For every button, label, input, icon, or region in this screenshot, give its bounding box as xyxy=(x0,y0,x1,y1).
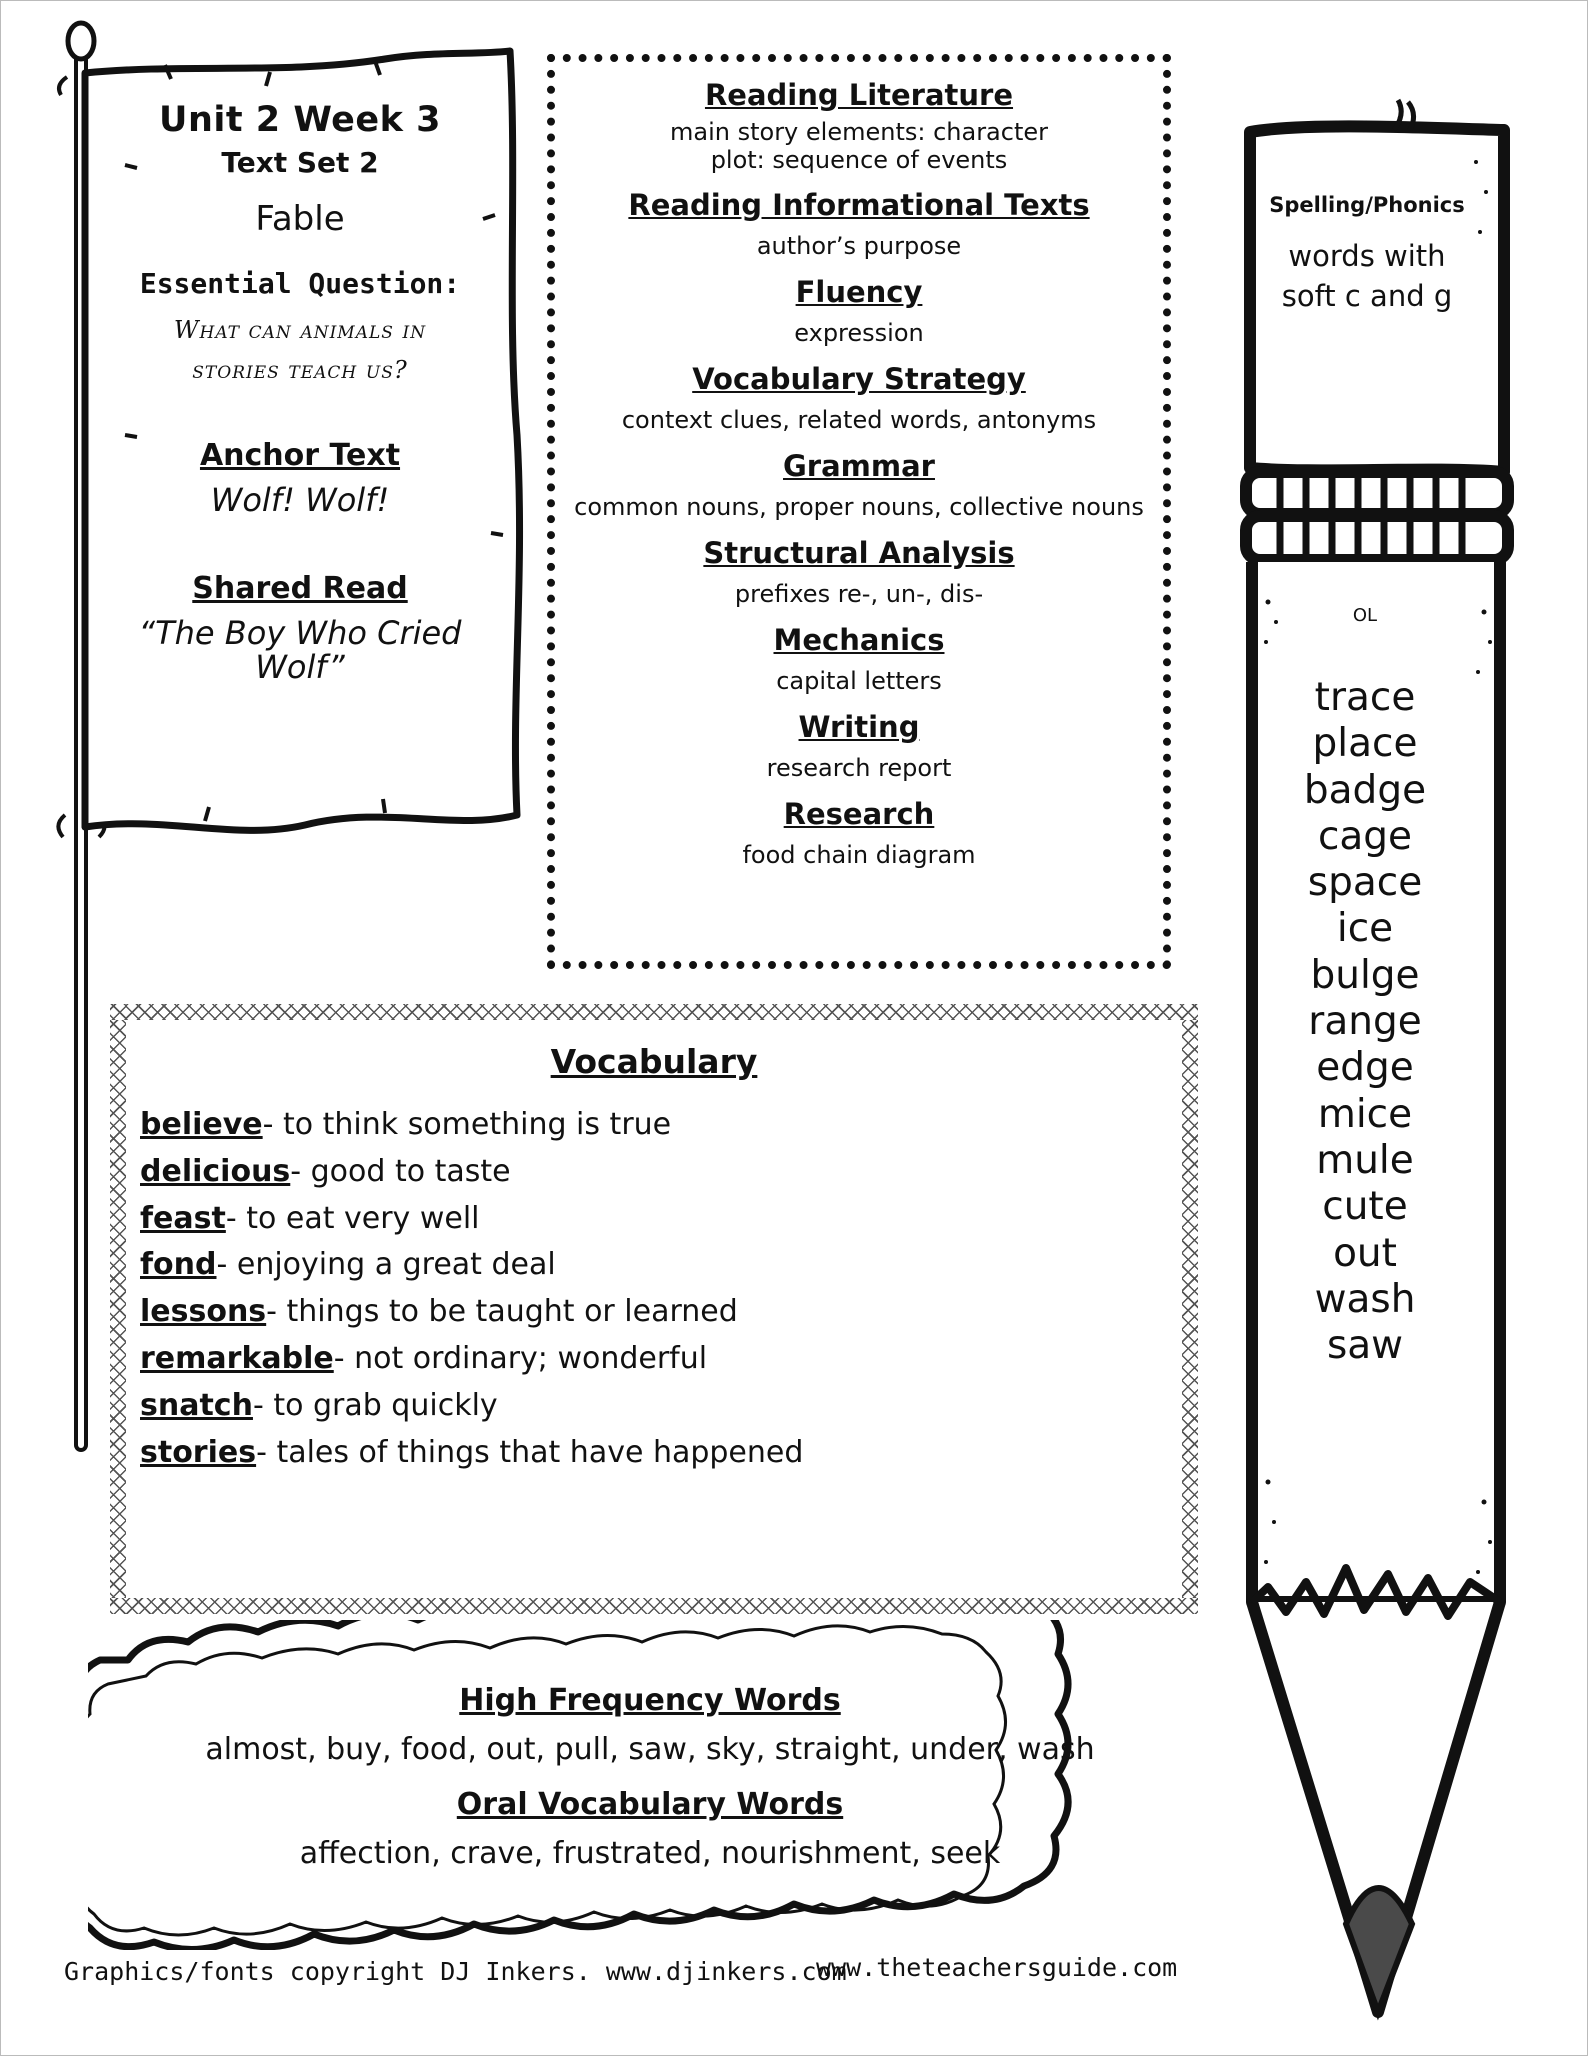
spelling-focus-line-1: words with xyxy=(1288,239,1446,273)
essential-question-line-2: stories teach us? xyxy=(192,356,408,384)
text-set-label: Text Set 2 xyxy=(221,146,379,179)
skill-text-line: plot: sequence of events xyxy=(710,146,1008,174)
skill-text: main story elements: character plot: seq… xyxy=(555,118,1163,174)
flag-banner-graphic xyxy=(56,20,524,1452)
skill-heading: Mechanics xyxy=(773,623,945,657)
skills-box: Reading Literature main story elements: … xyxy=(547,54,1171,969)
skill-text: common nouns, proper nouns, collective n… xyxy=(574,493,1144,521)
skill-text: food chain diagram xyxy=(742,841,976,869)
vocabulary-list: believe- to think something is true deli… xyxy=(140,1102,803,1476)
vocabulary-box-inner: Vocabulary believe- to think something i… xyxy=(126,1020,1182,1598)
skill-heading: Vocabulary Strategy xyxy=(692,362,1026,396)
skill-heading: Fluency xyxy=(795,275,923,309)
spelling-word: space xyxy=(1307,860,1423,906)
vocabulary-word: fond xyxy=(140,1247,217,1283)
vocabulary-word: snatch xyxy=(140,1387,253,1423)
vocabulary-item: fond- enjoying a great deal xyxy=(140,1242,803,1289)
pencil-graphic xyxy=(1240,98,1514,2021)
vocabulary-definition: - to grab quickly xyxy=(252,1387,498,1423)
spelling-word: place xyxy=(1312,721,1418,767)
spelling-word-list: trace place badge cage space ice bulge r… xyxy=(1250,675,1480,1369)
oral-vocabulary-label: Oral Vocabulary Words xyxy=(456,1787,844,1822)
spelling-word: bulge xyxy=(1310,952,1420,998)
essential-question-label: Essential Question: xyxy=(139,267,461,300)
unit-week-title: Unit 2 Week 3 xyxy=(159,100,441,140)
spelling-word: mule xyxy=(1316,1137,1414,1183)
shared-read-line-2: Wolf” xyxy=(255,648,345,686)
vocabulary-definition: - to eat very well xyxy=(225,1200,480,1236)
spelling-word: out xyxy=(1333,1230,1397,1276)
footer-website: www.theteachersguide.com xyxy=(816,1953,1178,1982)
shared-read-label: Shared Read xyxy=(192,571,408,606)
vocabulary-definition: - tales of things that have happened xyxy=(256,1434,804,1470)
high-frequency-label: High Frequency Words xyxy=(459,1683,841,1718)
vocabulary-definition: - to think something is true xyxy=(262,1107,672,1142)
skill-heading: Writing xyxy=(798,710,920,744)
words-box-content: High Frequency Words almost, buy, food, … xyxy=(150,1675,1150,1871)
spelling-word: cage xyxy=(1317,813,1413,859)
vocabulary-word: feast xyxy=(140,1200,226,1236)
skill-text: capital letters xyxy=(776,667,942,695)
vocabulary-word: lessons xyxy=(140,1294,267,1330)
skill-heading: Research xyxy=(783,797,935,831)
vocabulary-item: snatch- to grab quickly xyxy=(140,1383,803,1430)
vocabulary-box: Vocabulary believe- to think something i… xyxy=(110,1004,1198,1614)
skill-heading: Reading Informational Texts xyxy=(628,188,1090,222)
shared-read-line-1: “The Boy Who Cried xyxy=(138,614,462,652)
spelling-word: saw xyxy=(1326,1323,1404,1369)
skill-heading: Reading Literature xyxy=(704,78,1014,112)
spelling-phonics-focus: words with soft c and g xyxy=(1252,236,1482,316)
vocabulary-item: delicious- good to taste xyxy=(140,1149,803,1196)
spelling-word: range xyxy=(1308,999,1422,1045)
flag-content: Unit 2 Week 3 Text Set 2 Fable Essential… xyxy=(110,100,490,684)
vocabulary-item: remarkable- not ordinary; wonderful xyxy=(140,1336,803,1383)
ol-level-label: OL xyxy=(1352,605,1378,626)
vocabulary-definition: - enjoying a great deal xyxy=(216,1247,556,1283)
vocabulary-definition: - not ordinary; wonderful xyxy=(333,1340,708,1376)
skill-text: expression xyxy=(794,319,924,347)
spelling-word: wash xyxy=(1314,1276,1416,1322)
skill-text: context clues, related words, antonyms xyxy=(621,406,1097,434)
vocabulary-word: believe xyxy=(140,1107,263,1142)
anchor-text-label: Anchor Text xyxy=(199,438,401,473)
essential-question-line-1: What can animals in xyxy=(173,316,427,344)
cloud-frame-graphic xyxy=(88,1620,1072,1950)
shared-read-title: “The Boy Who Cried Wolf” xyxy=(110,616,490,684)
vocabulary-item: feast- to eat very well xyxy=(140,1196,803,1243)
vocabulary-item: believe- to think something is true xyxy=(140,1102,803,1149)
skill-text: author’s purpose xyxy=(756,232,962,260)
vocabulary-item: stories- tales of things that have happe… xyxy=(140,1430,803,1477)
spelling-word: edge xyxy=(1316,1045,1414,1091)
vocabulary-title: Vocabulary xyxy=(550,1042,758,1081)
vocabulary-definition: - things to be taught or learned xyxy=(266,1294,738,1330)
vocabulary-word: delicious xyxy=(140,1153,291,1189)
vocabulary-word: stories xyxy=(140,1434,257,1470)
skill-text-line: main story elements: character xyxy=(670,118,1048,146)
spelling-word: badge xyxy=(1303,767,1427,813)
skill-heading: Structural Analysis xyxy=(703,536,1015,570)
skill-text: research report xyxy=(766,754,952,782)
spelling-word: ice xyxy=(1336,906,1394,952)
vocabulary-item: lessons- things to be taught or learned xyxy=(140,1289,803,1336)
skill-text: prefixes re-, un-, dis- xyxy=(734,580,984,608)
oral-vocabulary-words: affection, crave, frustrated, nourishmen… xyxy=(299,1836,1001,1871)
vocabulary-definition: - good to taste xyxy=(290,1153,511,1189)
skill-heading: Grammar xyxy=(783,449,935,483)
genre-label: Fable xyxy=(255,199,345,239)
vocabulary-word: remarkable xyxy=(140,1340,334,1376)
spelling-word: cute xyxy=(1322,1184,1408,1230)
spelling-focus-line-2: soft c and g xyxy=(1281,279,1453,313)
essential-question-text: What can animals in stories teach us? xyxy=(110,310,490,390)
spelling-word: trace xyxy=(1314,675,1416,720)
anchor-text-title: Wolf! Wolf! xyxy=(210,481,390,519)
footer-copyright: Graphics/fonts copyright DJ Inkers. www.… xyxy=(64,1957,847,1986)
spelling-word: mice xyxy=(1317,1091,1413,1137)
high-frequency-words: almost, buy, food, out, pull, saw, sky, … xyxy=(205,1732,1095,1767)
spelling-phonics-label: Spelling/Phonics xyxy=(1269,193,1465,217)
